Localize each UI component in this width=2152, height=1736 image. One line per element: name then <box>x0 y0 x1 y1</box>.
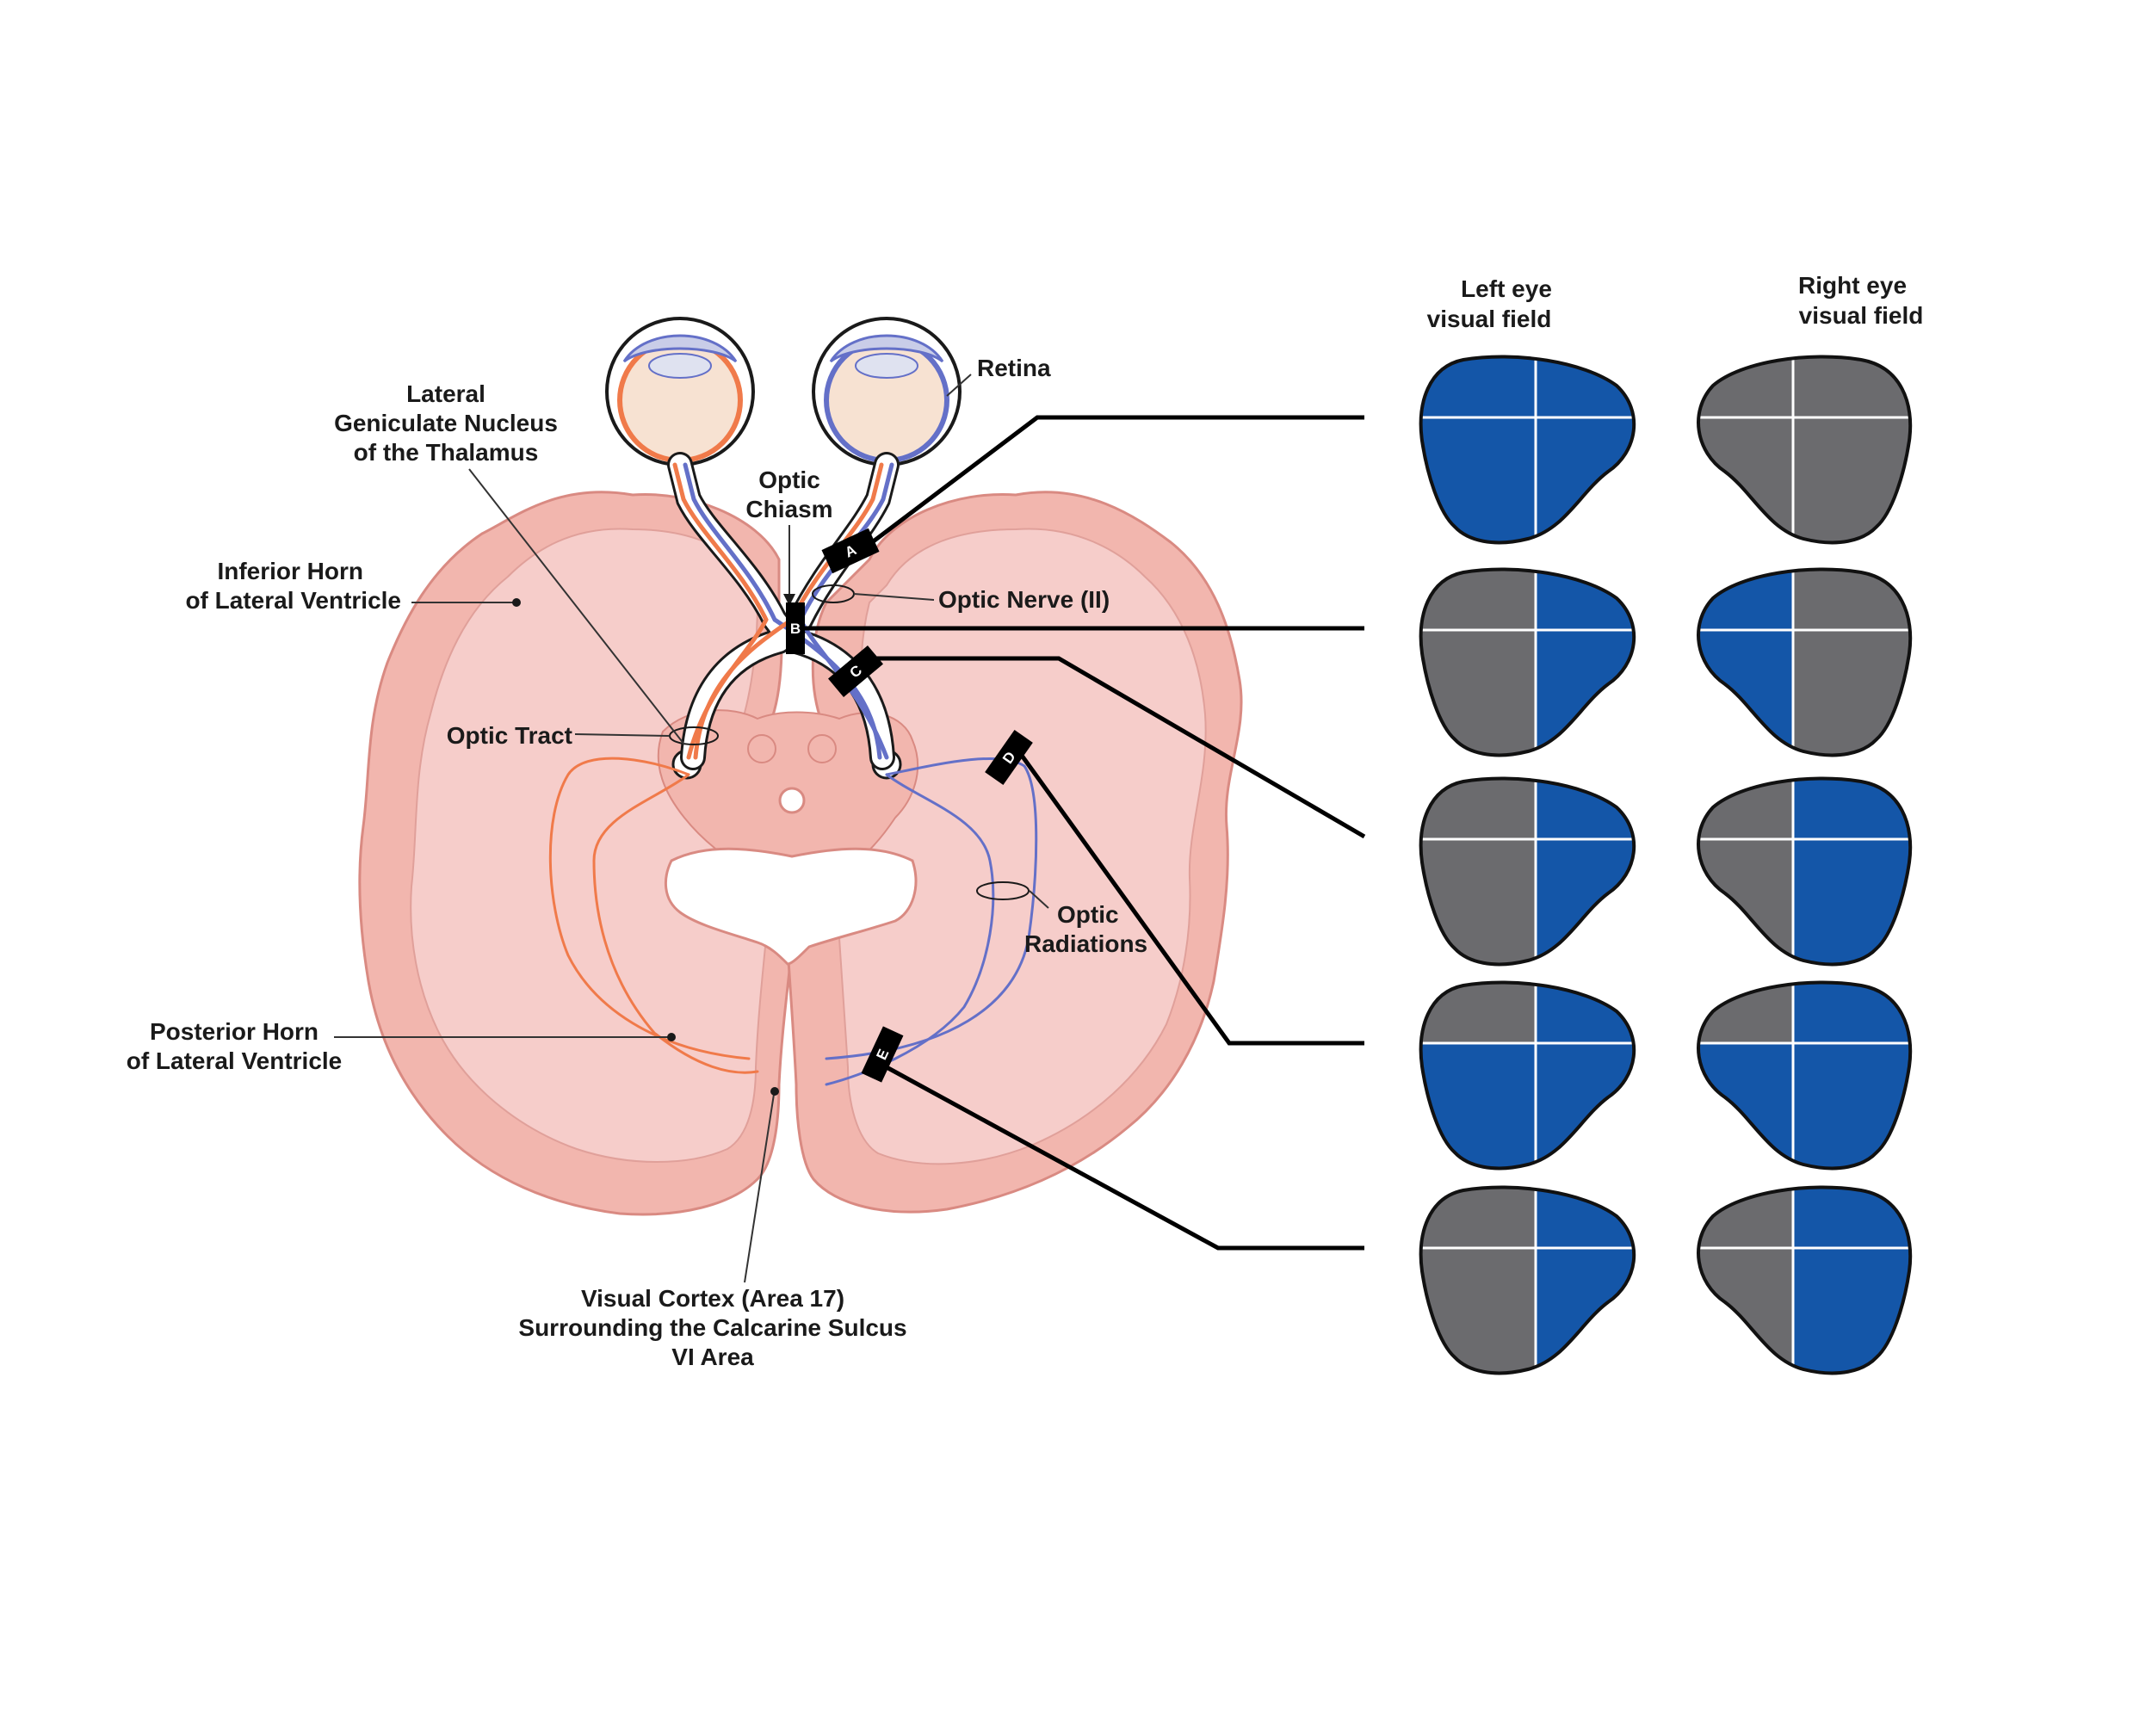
field-quadrant-tr <box>1793 544 2051 630</box>
field-quadrant-tl <box>1683 753 1793 839</box>
posterior-horn-label-line-1: Posterior Horn <box>150 1018 318 1045</box>
field-headers: Left eye visual field Right eye visual f… <box>1427 272 1924 332</box>
lgn-label-line-1: Lateral <box>406 380 485 407</box>
left-eye-header-line-1: Left eye <box>1461 275 1552 302</box>
lgn-label-line-2: Geniculate Nucleus <box>334 410 558 436</box>
right-eye <box>813 318 960 465</box>
posterior-horn-label-line-2: of Lateral Ventricle <box>127 1047 343 1074</box>
optic-chiasm-label-line-1: Optic <box>758 466 820 493</box>
field-quadrant-br <box>1793 630 2051 802</box>
left-eye <box>607 318 753 465</box>
visual-field-grid <box>1405 331 2051 1420</box>
right-eye-lens <box>856 354 918 378</box>
field-quadrant-br <box>1793 417 2051 590</box>
visual-cortex-label-line-3: VI Area <box>671 1344 754 1370</box>
optic-radiations-label-line-2: Radiations <box>1024 930 1147 957</box>
field-quadrant-tl <box>1683 544 1793 630</box>
field-quadrant-bl <box>1683 417 1793 590</box>
visual-cortex-label-line-2: Surrounding the Calcarine Sulcus <box>518 1314 906 1341</box>
visual-cortex-label-line-1: Visual Cortex (Area 17) <box>581 1285 844 1312</box>
lesion-b-letter: B <box>790 621 801 637</box>
optic-tract-label: Optic Tract <box>447 722 572 749</box>
left-eye-lens <box>649 354 711 378</box>
cerebral-aqueduct <box>780 788 804 812</box>
optic-radiations-label-line-1: Optic <box>1057 901 1119 928</box>
field-quadrant-tl <box>1683 331 1793 417</box>
right-eye-header-line-1: Right eye <box>1798 272 1907 299</box>
optic-chiasm-label-line-2: Chiasm <box>745 496 832 522</box>
field-quadrant-br <box>1793 1248 2051 1420</box>
field-quadrant-tr <box>1793 957 2051 1043</box>
field-quadrant-bl <box>1683 1248 1793 1420</box>
inferior-horn-label-line-2: of Lateral Ventricle <box>185 587 401 614</box>
field-quadrant-tl <box>1683 1162 1793 1248</box>
field-quadrant-bl <box>1683 1043 1793 1215</box>
lgn-label-line-3: of the Thalamus <box>354 439 539 466</box>
retina-label: Retina <box>977 355 1051 381</box>
inferior-horn-dot <box>512 598 521 607</box>
optic-nerve-label: Optic Nerve (II) <box>938 586 1110 613</box>
visual-cortex-dot <box>770 1087 779 1096</box>
field-quadrant-bl <box>1405 630 1536 802</box>
field-quadrant-bl <box>1405 1248 1536 1420</box>
left-eye-header-line-2: visual field <box>1427 306 1552 332</box>
field-quadrant-bl <box>1683 630 1793 802</box>
field-quadrant-tr <box>1793 753 2051 839</box>
field-quadrant-tl <box>1683 957 1793 1043</box>
lesion-b[interactable]: B <box>786 602 805 654</box>
right-eye-header-line-2: visual field <box>1799 302 1924 329</box>
field-quadrant-tr <box>1793 1162 2051 1248</box>
field-quadrant-bl <box>1405 417 1536 590</box>
inferior-horn-label-line-1: Inferior Horn <box>217 558 363 584</box>
field-quadrant-tr <box>1793 331 2051 417</box>
posterior-horn-dot <box>667 1033 676 1041</box>
